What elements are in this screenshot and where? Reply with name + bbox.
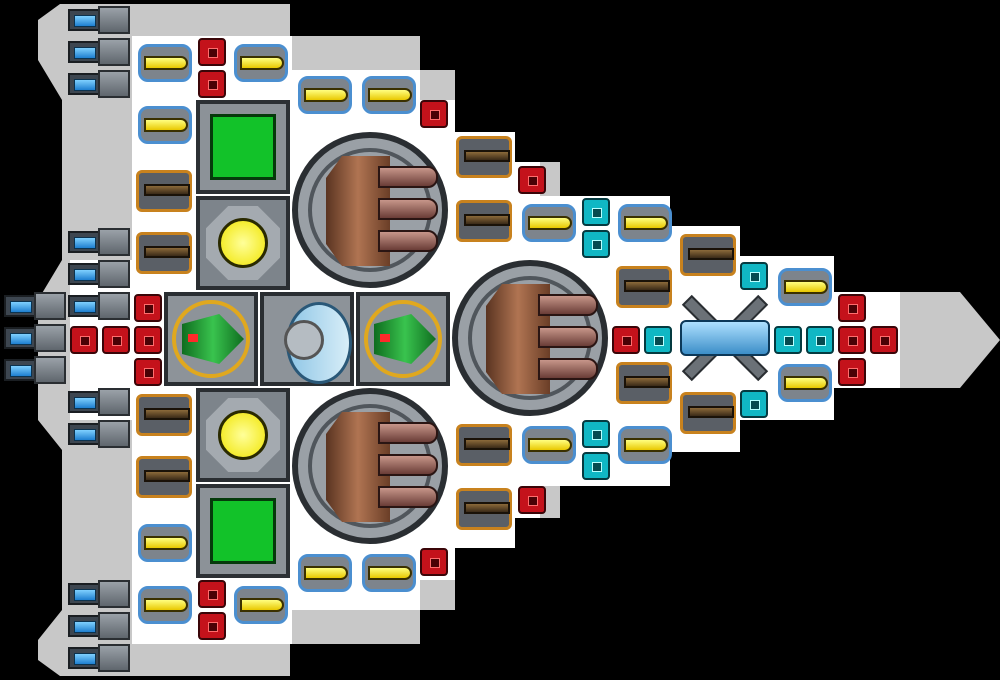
laser-gun-icon (774, 262, 836, 312)
cannon-icon (454, 484, 516, 534)
armor-block-icon (134, 326, 162, 354)
armor-block-icon (612, 326, 640, 354)
laser-gun-icon (358, 70, 420, 120)
shield-block-icon (806, 326, 834, 354)
cargo-icon (196, 100, 290, 194)
armor-block-icon (838, 358, 866, 386)
laser-gun-icon (774, 358, 836, 408)
shield-block-icon (582, 420, 610, 448)
cannon-icon (134, 390, 196, 440)
cannon-icon (614, 358, 676, 408)
shield-block-icon (740, 390, 768, 418)
thruster-icon (68, 38, 130, 66)
cannon-icon (134, 166, 196, 216)
laser-gun-icon (134, 580, 196, 630)
armor-block-icon (838, 326, 866, 354)
armor-block-icon (420, 548, 448, 576)
engine-core-icon (678, 292, 770, 384)
armor-block-icon (518, 486, 546, 514)
turret-icon (452, 260, 608, 416)
armor-block-icon (518, 166, 546, 194)
laser-gun-icon (134, 518, 196, 568)
cockpit-icon (164, 292, 258, 386)
cannon-icon (678, 388, 740, 438)
armor-block-icon (102, 326, 130, 354)
shield-block-icon (582, 452, 610, 480)
armor-block-icon (198, 612, 226, 640)
shield-block-icon (740, 262, 768, 290)
thruster-icon (68, 292, 130, 320)
armor-block-icon (198, 70, 226, 98)
laser-gun-icon (294, 70, 356, 120)
core-icon (260, 292, 354, 386)
armor-block-icon (838, 294, 866, 322)
laser-gun-icon (230, 580, 292, 630)
laser-gun-icon (230, 38, 292, 88)
cannon-icon (454, 420, 516, 470)
thruster-icon (68, 644, 130, 672)
thruster-icon (68, 580, 130, 608)
thruster-icon (4, 292, 66, 320)
cannon-icon (134, 228, 196, 278)
cargo-icon (196, 484, 290, 578)
thruster-icon (68, 6, 130, 34)
cannon-icon (454, 196, 516, 246)
laser-gun-icon (518, 198, 580, 248)
armor-block-icon (134, 358, 162, 386)
armor-block-icon (134, 294, 162, 322)
thruster-icon (4, 324, 66, 352)
armor-block-icon (70, 326, 98, 354)
cannon-icon (614, 262, 676, 312)
shield-block-icon (644, 326, 672, 354)
armor-block-icon (198, 38, 226, 66)
laser-gun-icon (294, 548, 356, 598)
thruster-icon (68, 612, 130, 640)
laser-gun-icon (134, 100, 196, 150)
armor-block-icon (198, 580, 226, 608)
thruster-icon (68, 388, 130, 416)
thruster-icon (4, 356, 66, 384)
turret-icon (292, 388, 448, 544)
thruster-icon (68, 260, 130, 288)
shield-block-icon (582, 230, 610, 258)
laser-gun-icon (134, 38, 196, 88)
armor-block-icon (870, 326, 898, 354)
cockpit-icon (356, 292, 450, 386)
laser-gun-icon (358, 548, 420, 598)
laser-gun-icon (518, 420, 580, 470)
cannon-icon (134, 452, 196, 502)
laser-gun-icon (614, 420, 676, 470)
cannon-icon (454, 132, 516, 182)
reactor-icon (196, 388, 290, 482)
thruster-icon (68, 70, 130, 98)
laser-gun-icon (614, 198, 676, 248)
shield-block-icon (774, 326, 802, 354)
armor-block-icon (420, 100, 448, 128)
thruster-icon (68, 228, 130, 256)
cannon-icon (678, 230, 740, 280)
shield-block-icon (582, 198, 610, 226)
turret-icon (292, 132, 448, 288)
thruster-icon (68, 420, 130, 448)
reactor-icon (196, 196, 290, 290)
